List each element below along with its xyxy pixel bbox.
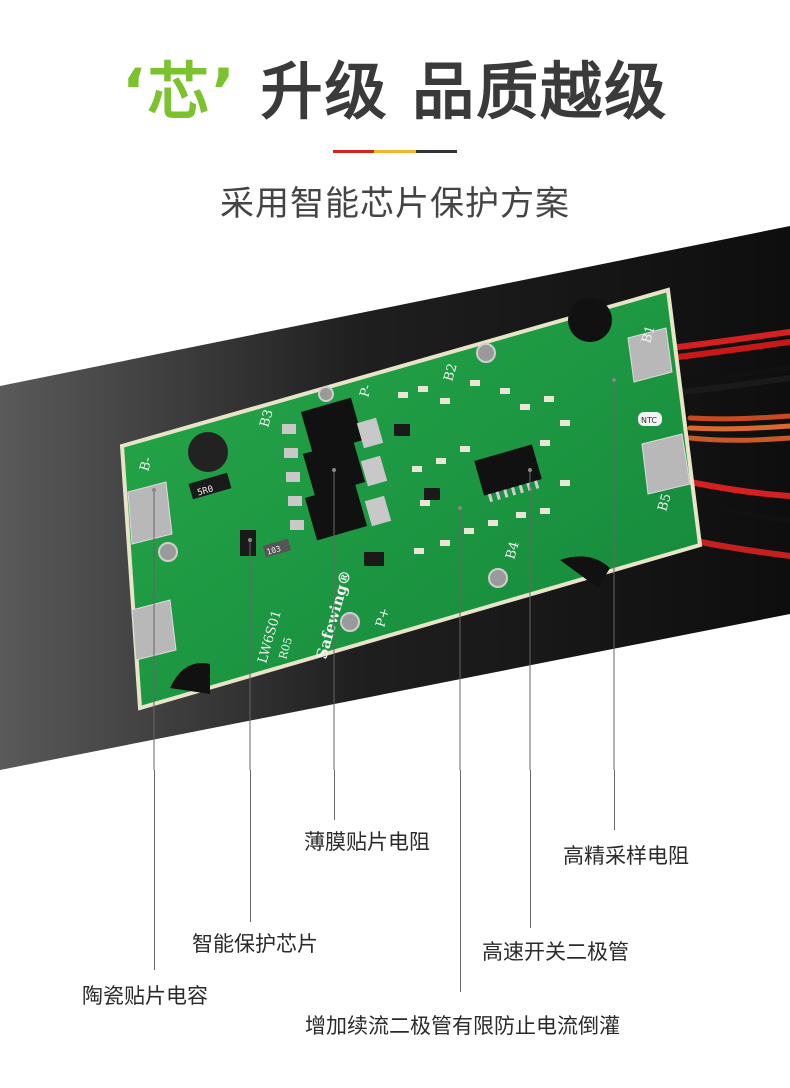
- silk-p-minus: P-: [357, 383, 375, 399]
- divider-dark: [415, 150, 457, 153]
- leader-switch-diode: [530, 770, 531, 928]
- mosfet-3: [304, 483, 368, 541]
- leader-ceramic-cap: [154, 770, 155, 970]
- ntc-pad: [638, 412, 662, 426]
- callout-ceramic-capacitor: 陶瓷贴片电容: [82, 984, 208, 1008]
- wires: [667, 329, 790, 559]
- page-subtitle: 采用智能芯片保护方案: [220, 184, 570, 224]
- leader-freewheel-diode: [460, 770, 461, 992]
- callout-switch-diode: 高速开关二极管: [482, 940, 629, 964]
- silk-rev: R05: [276, 636, 295, 661]
- callout-precision-resistor: 高精采样电阻: [563, 844, 689, 868]
- silk-b3: B3: [257, 408, 276, 429]
- divider-yellow: [374, 150, 416, 153]
- leader-precision: [614, 770, 615, 830]
- color-divider: [333, 150, 457, 153]
- pad-b5: [641, 433, 691, 495]
- title-quote-open: ‘: [121, 55, 148, 128]
- leader-protection-chip: [250, 770, 251, 922]
- leader-thin-film: [334, 770, 335, 820]
- ceramic-capacitor: [262, 538, 292, 558]
- film-resistor: [188, 472, 232, 500]
- silk-b-minus: B-: [137, 455, 155, 473]
- divider-red: [333, 150, 375, 153]
- title-quote-close: ’: [211, 55, 237, 128]
- pad-b-minus: [127, 481, 173, 545]
- switch-diode: [394, 424, 410, 436]
- ntc-label: NTC: [641, 416, 657, 425]
- silk-b4: B4: [503, 540, 522, 561]
- pcb-photo: 5R0 103 NTC B- B1 B2 B3 B4 B5 P- P+ LW6S…: [0, 226, 790, 770]
- page-title: ‘芯’ 升级 品质越级: [0, 52, 790, 132]
- callout-thin-film-resistor: 薄膜贴片电阻: [304, 830, 430, 854]
- silk-b5: B5: [655, 492, 674, 513]
- silk-b1: B1: [639, 324, 658, 345]
- resistor-code: 5R0: [196, 484, 214, 498]
- silk-b2: B2: [441, 362, 460, 383]
- cap-code: 103: [266, 544, 283, 557]
- callout-protection-chip: 智能保护芯片: [192, 932, 318, 956]
- mosfet-1: [300, 397, 364, 455]
- pad-b1: [627, 327, 673, 383]
- title-rest: 升级 品质越级: [236, 55, 669, 128]
- callout-freewheel-diode: 增加续流二极管有限防止电流倒灌: [305, 1014, 620, 1038]
- silk-p-plus: P+: [373, 606, 393, 629]
- protection-ic: [474, 444, 542, 496]
- title-chip-char: 芯: [147, 55, 212, 128]
